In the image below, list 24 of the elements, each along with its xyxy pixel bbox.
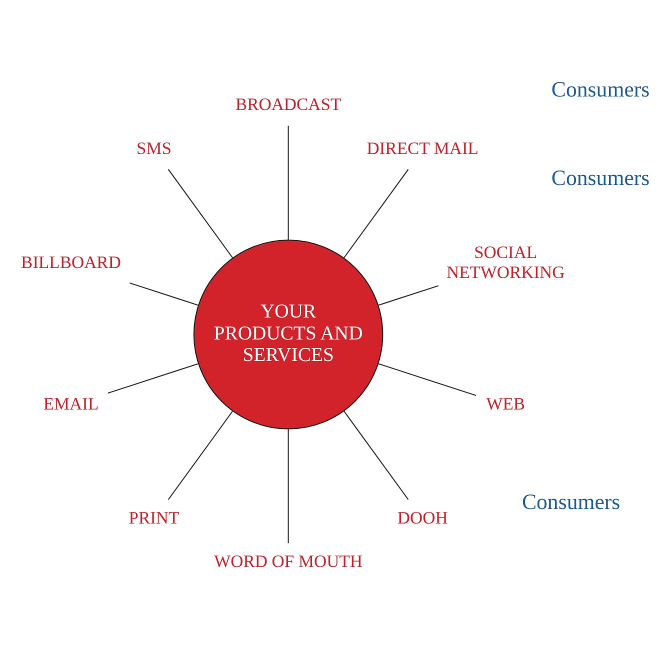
connector [378, 362, 476, 396]
node-text: SMS [136, 137, 172, 158]
connector [168, 410, 234, 500]
node-text: PRINT [128, 506, 180, 527]
connector [343, 410, 409, 500]
node-text: BILLBOARD [21, 252, 121, 272]
connector [168, 168, 234, 258]
label: Consumers [522, 490, 620, 514]
node-circle: YOUR PRODUCTS AND SERVICES [193, 239, 384, 429]
node-text: SOCIAL NETWORKING [446, 242, 565, 282]
label: Consumers [551, 165, 650, 190]
connector [288, 428, 289, 543]
label: Consumers [551, 76, 650, 101]
node-text: BROADCAST [235, 94, 342, 114]
node-text: WORD OF MOUTH [214, 550, 362, 571]
connector [108, 362, 199, 394]
connector [378, 284, 439, 306]
connector [343, 168, 409, 258]
node-text: WEB [486, 392, 526, 413]
node-text: DIRECT MAIL [366, 137, 478, 158]
node-text: EMAIL [43, 392, 99, 413]
node-text: DOOH [397, 506, 448, 527]
connector [130, 282, 199, 306]
connector [288, 125, 289, 240]
